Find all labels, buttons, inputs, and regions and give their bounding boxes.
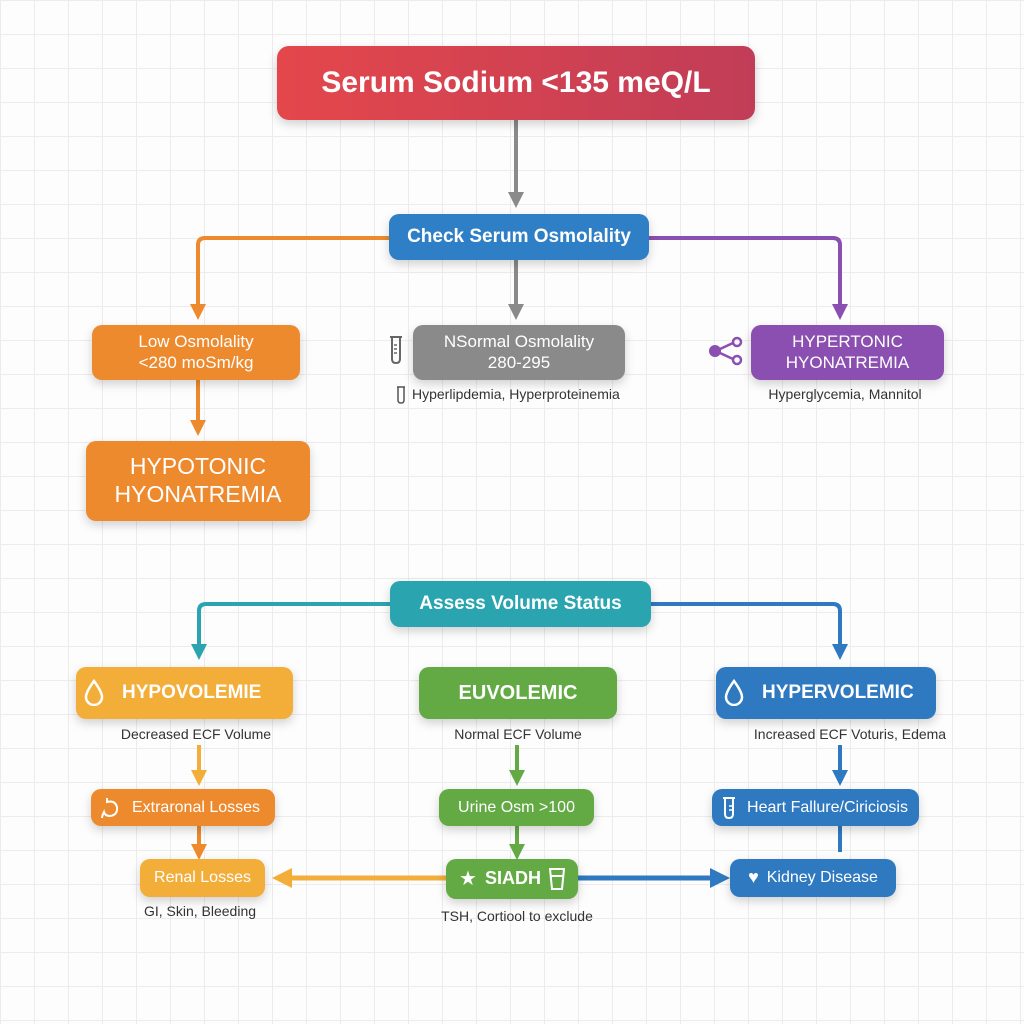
arrow-osmolality-to-hypertonic: [648, 236, 848, 320]
hypotonic-line2: HYONATREMIA: [114, 481, 282, 507]
siadh-node[interactable]: ★ SIADH: [446, 859, 578, 899]
arrow-volume-to-hypervolemic: [650, 602, 848, 660]
water-drop-icon: [84, 678, 104, 706]
low-osmolality-line2: <280 moSm/kg: [138, 352, 254, 372]
arrow-osmolality-to-low: [190, 236, 390, 320]
extrarenal-losses-node[interactable]: Extraronal Losses: [91, 789, 275, 826]
molecule-icon: [706, 336, 746, 366]
extrarenal-losses-label: Extraronal Losses: [131, 798, 261, 816]
low-osmolality-node[interactable]: Low Osmolality <280 moSm/kg: [92, 325, 300, 380]
hypervolemic-node[interactable]: HYPERVOLEMIC: [716, 667, 936, 719]
hypotonic-line1: HYPOTONIC: [129, 453, 267, 480]
normal-osmolality-caption-text: Hyperlipdemia, Hyperproteinemia: [412, 386, 620, 402]
heart-icon: ♥: [748, 867, 759, 888]
urine-osm-node[interactable]: Urine Osm >100: [439, 789, 594, 826]
assess-volume-label: Assess Volume Status: [419, 592, 622, 614]
hypervolemic-label: HYPERVOLEMIC: [762, 681, 914, 703]
check-osmolality-node[interactable]: Check Serum Osmolality: [389, 214, 649, 260]
test-tube-icon: [396, 386, 406, 405]
check-osmolality-label: Check Serum Osmolality: [407, 225, 631, 247]
hypotonic-hyponatremia-node[interactable]: HYPOTONIC HYONATREMIA: [86, 441, 310, 521]
normal-osmolality-node[interactable]: NSormal Osmolality 280-295: [413, 325, 625, 380]
low-osmolality-line1: Low Osmolality: [138, 332, 254, 352]
hypervolemic-caption: Increased ECF Voturis, Edema: [753, 726, 947, 742]
siadh-label: SIADH: [484, 868, 541, 889]
water-drop-icon: [724, 678, 744, 706]
kidney-disease-node[interactable]: ♥ Kidney Disease: [730, 859, 896, 897]
stomach-icon: [99, 796, 121, 820]
hypovolemic-caption: Decreased ECF Volume: [120, 726, 272, 742]
hypovolemic-node[interactable]: HYPOVOLEMIE: [76, 667, 293, 719]
root-node-serum-sodium[interactable]: Serum Sodium <135 meQ/L: [277, 46, 755, 120]
heart-failure-node[interactable]: Heart Fallure/Ciriciosis: [712, 789, 919, 826]
hypertonic-line2: HYONATREMIA: [785, 352, 910, 372]
hypertonic-hyponatremia-node[interactable]: HYPERTONIC HYONATREMIA: [751, 325, 944, 380]
euvolemic-node[interactable]: EUVOLEMIC: [419, 667, 617, 719]
siadh-caption: TSH, Cortiool to exclude: [441, 908, 593, 924]
hypertonic-caption: Hyperglycemia, Mannitol: [768, 386, 922, 402]
normal-osmolality-line2: 280-295: [487, 352, 551, 372]
renal-losses-caption: GI, Skin, Bleeding: [143, 903, 257, 919]
kidney-disease-label: Kidney Disease: [766, 869, 878, 887]
renal-losses-label: Renal Losses: [154, 869, 251, 887]
glass-icon: [548, 868, 565, 890]
euvolemic-label: EUVOLEMIC: [458, 682, 578, 704]
urine-osm-label: Urine Osm >100: [458, 798, 575, 816]
assess-volume-node[interactable]: Assess Volume Status: [390, 581, 651, 627]
arrow-volume-to-hypovolemic: [191, 602, 392, 660]
test-tube-icon: [722, 797, 736, 819]
normal-osmolality-line1: NSormal Osmolality: [443, 332, 595, 352]
star-icon: ★: [459, 868, 477, 890]
hypovolemic-label: HYPOVOLEMIE: [122, 681, 262, 703]
heart-failure-label: Heart Fallure/Ciriciosis: [747, 798, 908, 816]
root-label: Serum Sodium <135 meQ/L: [321, 66, 711, 99]
euvolemic-caption: Normal ECF Volume: [454, 726, 582, 742]
hypertonic-line1: HYPERTONIC: [792, 332, 903, 352]
renal-losses-node[interactable]: Renal Losses: [140, 859, 265, 897]
normal-osmolality-caption: Hyperlipdemia, Hyperproteinemia: [396, 386, 656, 405]
test-tube-icon: [386, 333, 406, 367]
